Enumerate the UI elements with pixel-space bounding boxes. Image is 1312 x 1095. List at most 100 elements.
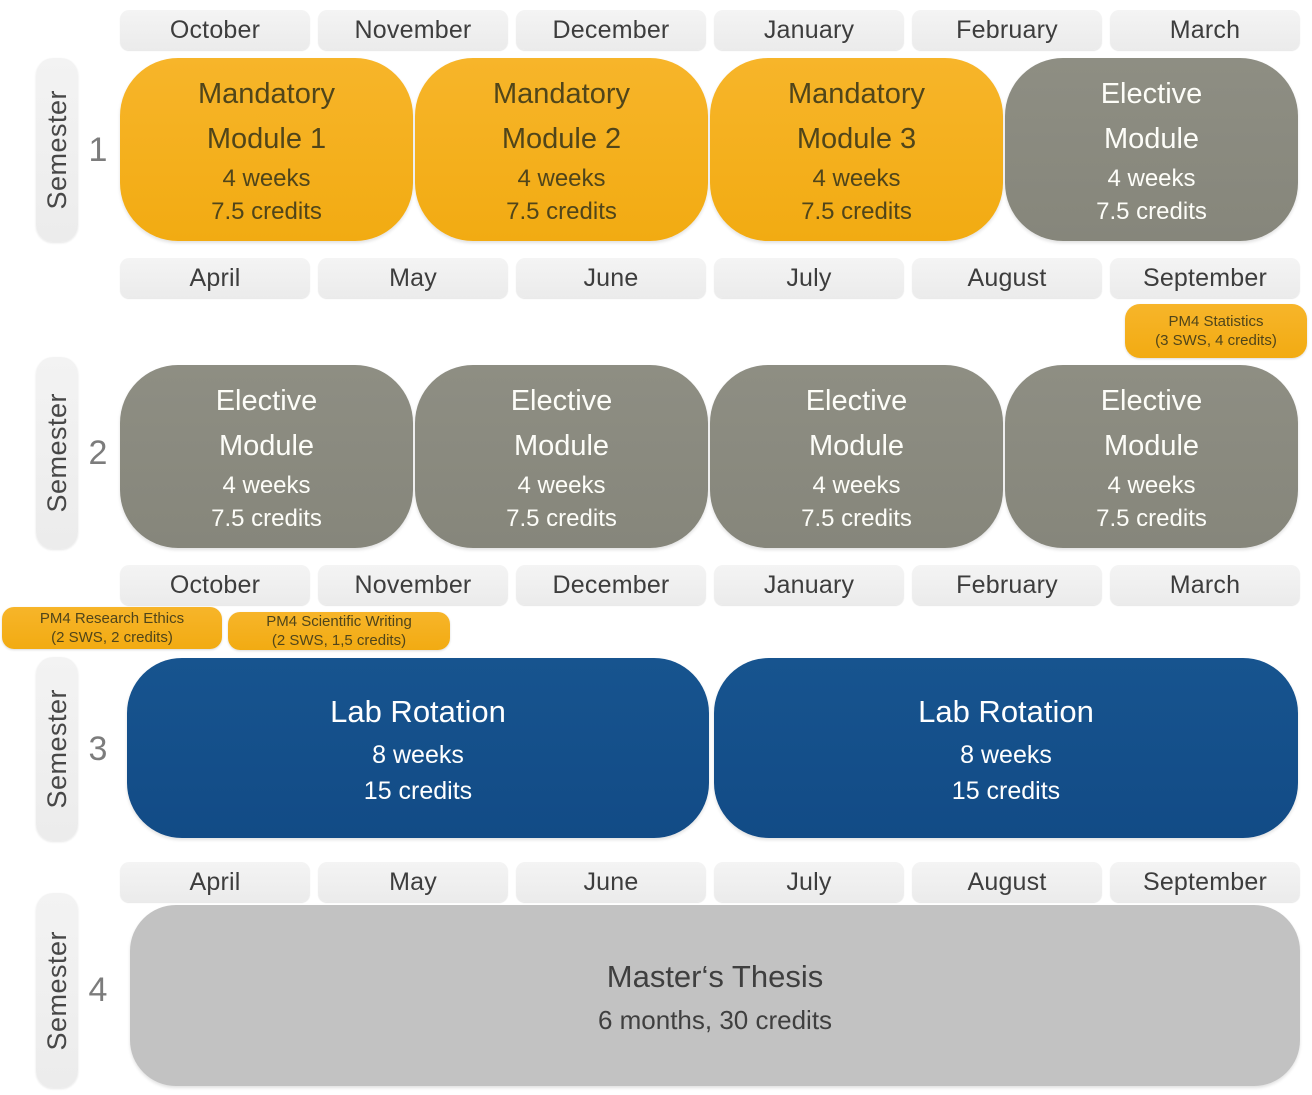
module-credits: 15 credits [951, 777, 1061, 805]
module-title-line1: Elective [805, 384, 908, 417]
pm4-research-ethics-badge: PM4 Research Ethics (2 SWS, 2 credits) [2, 607, 222, 649]
pm4-scientific-writing-badge: PM4 Scientific Writing (2 SWS, 1,5 credi… [228, 612, 450, 650]
semester-3-pill: Semester [36, 657, 78, 841]
month-label: May [389, 263, 437, 292]
month-pill: February [912, 10, 1102, 50]
badge-line1: PM4 Scientific Writing [266, 613, 412, 630]
semester-2-pill: Semester [36, 357, 78, 549]
month-pill: April [120, 862, 310, 902]
month-pill: October [120, 10, 310, 50]
month-pill: March [1110, 10, 1300, 50]
semester-1-label: Semester [41, 90, 72, 210]
module-title-line1: Elective [1100, 384, 1203, 417]
month-label: November [354, 15, 472, 44]
month-label: December [552, 570, 670, 599]
month-label: March [1169, 570, 1241, 599]
badge-line1: PM4 Statistics [1168, 313, 1264, 330]
module-title: Lab Rotation [330, 694, 506, 729]
badge-line2: (2 SWS, 1,5 credits) [271, 632, 407, 649]
semester-1-number: 1 [88, 130, 108, 169]
module-elective-s2-3: Elective Module 4 weeks 7.5 credits [710, 365, 1003, 548]
module-lab-rotation-2: Lab Rotation 8 weeks 15 credits [714, 658, 1298, 838]
semester-2-number: 2 [88, 433, 108, 472]
month-label: June [583, 263, 639, 292]
month-label: September [1142, 867, 1268, 896]
module-duration: 4 weeks [812, 164, 901, 192]
module-title-line1: Mandatory [197, 77, 335, 110]
month-label: January [763, 570, 855, 599]
month-label: July [786, 263, 832, 292]
module-duration: 4 weeks [222, 471, 311, 499]
module-duration: 4 weeks [1107, 471, 1196, 499]
semester-4-number: 4 [88, 971, 108, 1009]
semester-3-number: 3 [88, 729, 108, 768]
module-credits: 7.5 credits [211, 197, 322, 225]
month-pill: December [516, 565, 706, 605]
semester-4-label: Semester [41, 930, 72, 1051]
month-label: August [967, 867, 1047, 896]
badge-line2: (3 SWS, 4 credits) [1155, 332, 1277, 349]
month-pill: November [318, 565, 508, 605]
module-duration: 4 weeks [517, 471, 606, 499]
module-credits: 7.5 credits [211, 504, 322, 532]
module-title-line1: Elective [510, 384, 613, 417]
month-pill: March [1110, 565, 1300, 605]
module-title-line2: Module [1103, 429, 1200, 462]
module-title-line2: Module 3 [796, 122, 917, 155]
month-label: July [786, 867, 832, 896]
module-credits: 7.5 credits [506, 197, 617, 225]
module-masters-thesis: Master‘s Thesis 6 months, 30 credits [130, 905, 1300, 1086]
module-title-line1: Elective [215, 384, 318, 417]
month-pill: August [912, 258, 1102, 298]
semester-3-label: Semester [41, 689, 72, 809]
module-duration: 4 weeks [1107, 164, 1196, 192]
month-label: November [354, 570, 472, 599]
module-title-line1: Elective [1100, 77, 1203, 110]
module-elective-s2-4: Elective Module 4 weeks 7.5 credits [1005, 365, 1298, 548]
month-pill: May [318, 258, 508, 298]
module-title-line2: Module [218, 429, 315, 462]
month-label: October [169, 570, 261, 599]
month-pill: November [318, 10, 508, 50]
semester-2-label: Semester [41, 393, 72, 513]
month-label: March [1169, 15, 1241, 44]
module-credits: 15 credits [363, 777, 473, 805]
month-pill: September [1110, 862, 1300, 902]
module-credits: 7.5 credits [801, 504, 912, 532]
module-mandatory-3: Mandatory Module 3 4 weeks 7.5 credits [710, 58, 1003, 241]
module-credits: 7.5 credits [1096, 197, 1207, 225]
month-pill: July [714, 862, 904, 902]
month-pill: December [516, 10, 706, 50]
module-duration: 4 weeks [812, 471, 901, 499]
month-pill: June [516, 862, 706, 902]
semester-4-pill: Semester [36, 893, 78, 1088]
month-label: April [189, 867, 241, 896]
month-label: April [189, 263, 241, 292]
module-duration: 8 weeks [960, 741, 1052, 769]
month-pill: September [1110, 258, 1300, 298]
badge-line2: (2 SWS, 2 credits) [51, 629, 173, 646]
month-pill: August [912, 862, 1102, 902]
module-credits: 7.5 credits [801, 197, 912, 225]
pm4-statistics-badge: PM4 Statistics (3 SWS, 4 credits) [1125, 304, 1307, 358]
month-pill: May [318, 862, 508, 902]
module-mandatory-1: Mandatory Module 1 4 weeks 7.5 credits [120, 58, 413, 241]
module-credits: 7.5 credits [1096, 504, 1207, 532]
badge-line1: PM4 Research Ethics [39, 610, 185, 627]
module-details: 6 months, 30 credits [597, 1004, 833, 1035]
month-label: February [956, 570, 1058, 599]
module-title: Lab Rotation [918, 694, 1094, 729]
module-title: Master‘s Thesis [606, 958, 824, 994]
module-duration: 4 weeks [517, 164, 606, 192]
month-label: October [169, 15, 261, 44]
module-title-line1: Mandatory [787, 77, 925, 110]
module-title-line2: Module [1103, 122, 1200, 155]
module-duration: 4 weeks [222, 164, 311, 192]
month-pill: June [516, 258, 706, 298]
module-title-line2: Module 2 [501, 122, 622, 155]
module-title-line2: Module 1 [206, 122, 327, 155]
month-pill: October [120, 565, 310, 605]
month-pill: July [714, 258, 904, 298]
module-title-line1: Mandatory [492, 77, 630, 110]
